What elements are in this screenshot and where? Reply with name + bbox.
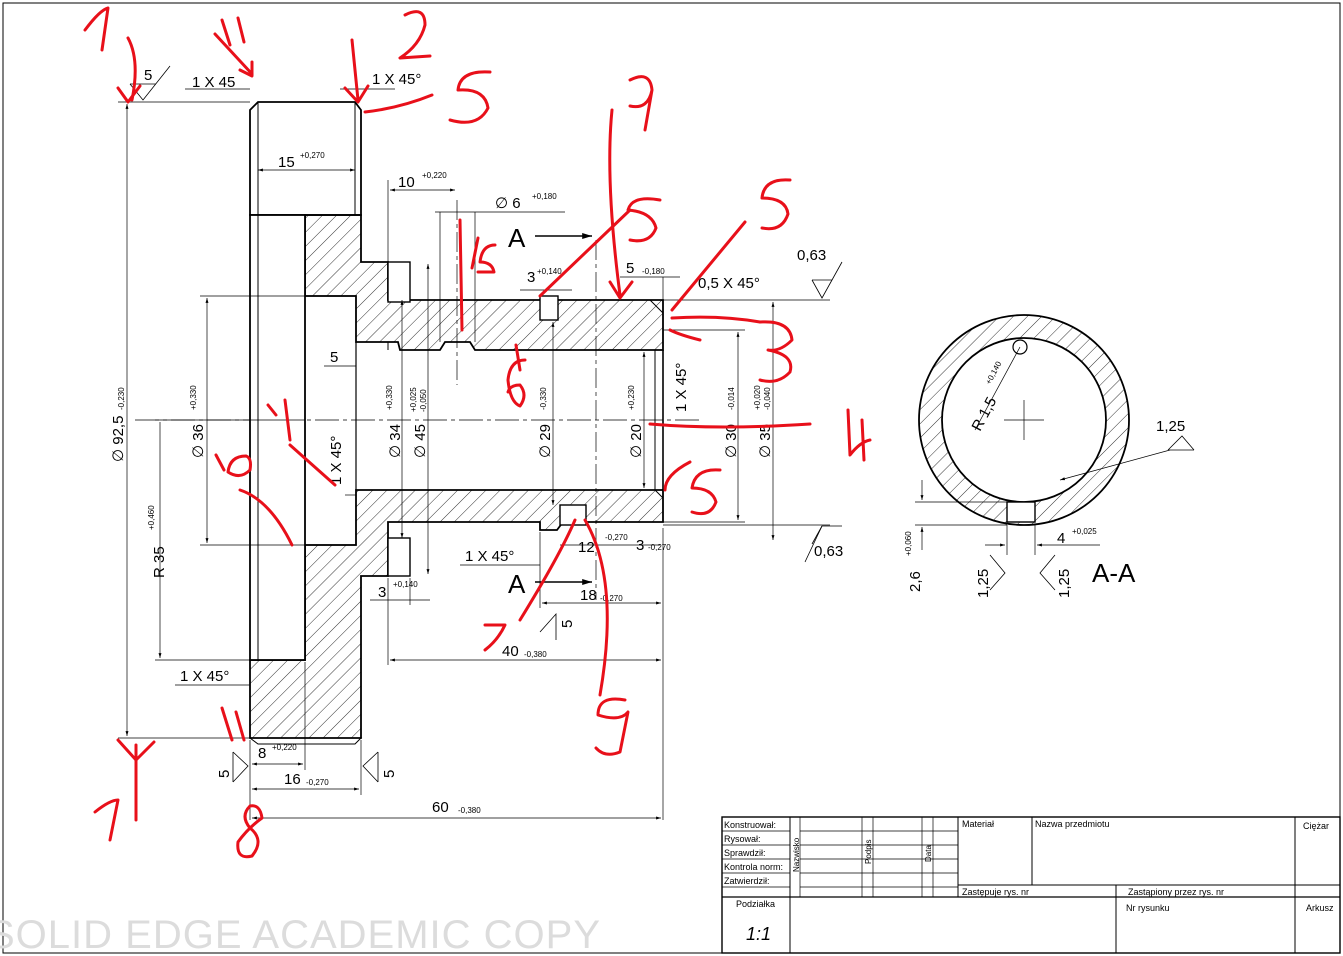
watermark: SOLID EDGE ACADEMIC COPY [0, 913, 601, 956]
svg-text:Arkusz: Arkusz [1306, 903, 1334, 913]
svg-text:1 X 45°: 1 X 45° [465, 548, 514, 565]
svg-text:Sprawdził:: Sprawdził: [724, 848, 766, 858]
section-aa-view: R 1,5 +0,140 1,25 4 +0,025 2,6 +0,060 1,… [904, 314, 1185, 598]
svg-text:Podpis: Podpis [864, 840, 873, 864]
svg-text:-0,230: -0,230 [117, 387, 126, 410]
svg-text:+0,020: +0,020 [753, 385, 762, 410]
title-block [721, 816, 1341, 954]
section-marker-bottom: A [508, 569, 526, 599]
svg-text:+0,060: +0,060 [904, 531, 913, 556]
svg-text:8: 8 [258, 745, 266, 762]
svg-text:∅ 6: ∅ 6 [495, 195, 521, 212]
svg-text:-0,270: -0,270 [306, 778, 329, 787]
svg-text:5: 5 [559, 620, 576, 628]
roughness-5-top: 5 [144, 67, 152, 84]
svg-text:-0,330: -0,330 [539, 387, 548, 410]
svg-text:Nazwisko: Nazwisko [792, 837, 801, 872]
svg-text:+0,270: +0,270 [300, 151, 325, 160]
svg-text:+0,230: +0,230 [627, 385, 636, 410]
dimension-lines [118, 88, 830, 820]
svg-text:Rysował:: Rysował: [724, 834, 761, 844]
red-annotations [83, 6, 872, 859]
svg-text:-0,380: -0,380 [458, 806, 481, 815]
svg-text:18: 18 [580, 587, 597, 604]
svg-text:10: 10 [398, 174, 415, 191]
body-upper-section [304, 214, 664, 351]
svg-text:60: 60 [432, 799, 449, 816]
svg-text:+0,220: +0,220 [272, 743, 297, 752]
svg-text:∅ 34: ∅ 34 [387, 424, 404, 458]
svg-text:+0,140: +0,140 [537, 267, 562, 276]
svg-text:-0,270: -0,270 [600, 594, 623, 603]
svg-text:Nr rysunku: Nr rysunku [1126, 903, 1170, 913]
svg-text:+0,140: +0,140 [393, 580, 418, 589]
svg-text:+0,330: +0,330 [189, 385, 198, 410]
svg-text:-0,270: -0,270 [648, 543, 671, 552]
svg-text:Zatwierdził:: Zatwierdził: [724, 876, 770, 886]
svg-text:+0,330: +0,330 [385, 385, 394, 410]
svg-text:2,6: 2,6 [907, 571, 924, 592]
svg-text:16: 16 [284, 771, 301, 788]
scale-value: 1:1 [746, 924, 771, 944]
section-marker-top: A [508, 223, 526, 253]
svg-text:-0,270: -0,270 [605, 533, 628, 542]
svg-text:0,5 X 45°: 0,5 X 45° [698, 275, 760, 292]
svg-text:1,25: 1,25 [1156, 418, 1185, 435]
svg-text:1 X 45°: 1 X 45° [673, 363, 690, 412]
svg-text:5: 5 [330, 349, 338, 366]
svg-text:-0,050: -0,050 [419, 389, 428, 412]
title-block-text: Konstruował: Rysował: Sprawdził: Kontrol… [724, 819, 1334, 944]
svg-text:1,25: 1,25 [1056, 569, 1073, 598]
svg-text:5: 5 [216, 770, 233, 778]
svg-text:1 X 45°: 1 X 45° [180, 668, 229, 685]
svg-text:-0,014: -0,014 [727, 387, 736, 410]
svg-text:Podziałka: Podziałka [736, 899, 775, 909]
svg-text:∅ 45: ∅ 45 [412, 424, 429, 458]
section-aa-title: A-A [1092, 558, 1136, 588]
svg-text:0,63: 0,63 [797, 247, 826, 264]
svg-text:3: 3 [378, 584, 386, 601]
svg-text:∅ 92,5: ∅ 92,5 [110, 416, 127, 462]
svg-text:-0,180: -0,180 [642, 267, 665, 276]
svg-text:Zastąpiony przez rys. nr: Zastąpiony przez rys. nr [1128, 887, 1224, 897]
svg-text:-0,380: -0,380 [524, 650, 547, 659]
svg-text:12: 12 [578, 539, 595, 556]
svg-text:40: 40 [502, 643, 519, 660]
chamfer-top-right: 1 X 45° [372, 71, 421, 88]
chamfer-top-left: 1 X 45 [192, 74, 235, 91]
svg-text:∅ 35: ∅ 35 [757, 424, 774, 458]
svg-text:1,25: 1,25 [975, 569, 992, 598]
svg-text:15: 15 [278, 154, 295, 171]
svg-text:Ciężar: Ciężar [1303, 821, 1329, 831]
svg-text:R 35: R 35 [151, 546, 168, 578]
svg-text:3: 3 [527, 269, 535, 286]
svg-text:-0,040: -0,040 [763, 387, 772, 410]
svg-text:1 X 45°: 1 X 45° [328, 436, 345, 485]
svg-text:∅ 30: ∅ 30 [723, 424, 740, 458]
svg-text:Materiał: Materiał [962, 819, 994, 829]
svg-text:+0,025: +0,025 [409, 387, 418, 412]
svg-text:∅ 29: ∅ 29 [537, 424, 554, 458]
svg-text:∅ 36: ∅ 36 [190, 424, 207, 458]
svg-text:4: 4 [1057, 530, 1065, 547]
svg-text:5: 5 [626, 260, 634, 277]
svg-text:+0,220: +0,220 [422, 171, 447, 180]
svg-text:+0,460: +0,460 [147, 505, 156, 530]
svg-text:3: 3 [636, 537, 644, 554]
part-main-view [135, 101, 700, 745]
svg-text:Zastępuje rys. nr: Zastępuje rys. nr [962, 887, 1029, 897]
svg-text:+0,180: +0,180 [532, 192, 557, 201]
svg-text:+0,025: +0,025 [1072, 527, 1097, 536]
svg-text:Nazwa przedmiotu: Nazwa przedmiotu [1035, 819, 1110, 829]
dimension-texts: 5 1 X 45 1 X 45° 15 +0,270 10 +0,220 ∅ 6… [110, 67, 843, 816]
svg-text:Kontrola norm:: Kontrola norm: [724, 862, 783, 872]
body-lower-section [249, 489, 664, 739]
svg-text:5: 5 [381, 770, 398, 778]
svg-text:Konstruował:: Konstruował: [724, 820, 776, 830]
svg-text:∅ 20: ∅ 20 [628, 424, 645, 458]
svg-text:Data: Data [924, 845, 933, 862]
svg-text:0,63: 0,63 [814, 543, 843, 560]
